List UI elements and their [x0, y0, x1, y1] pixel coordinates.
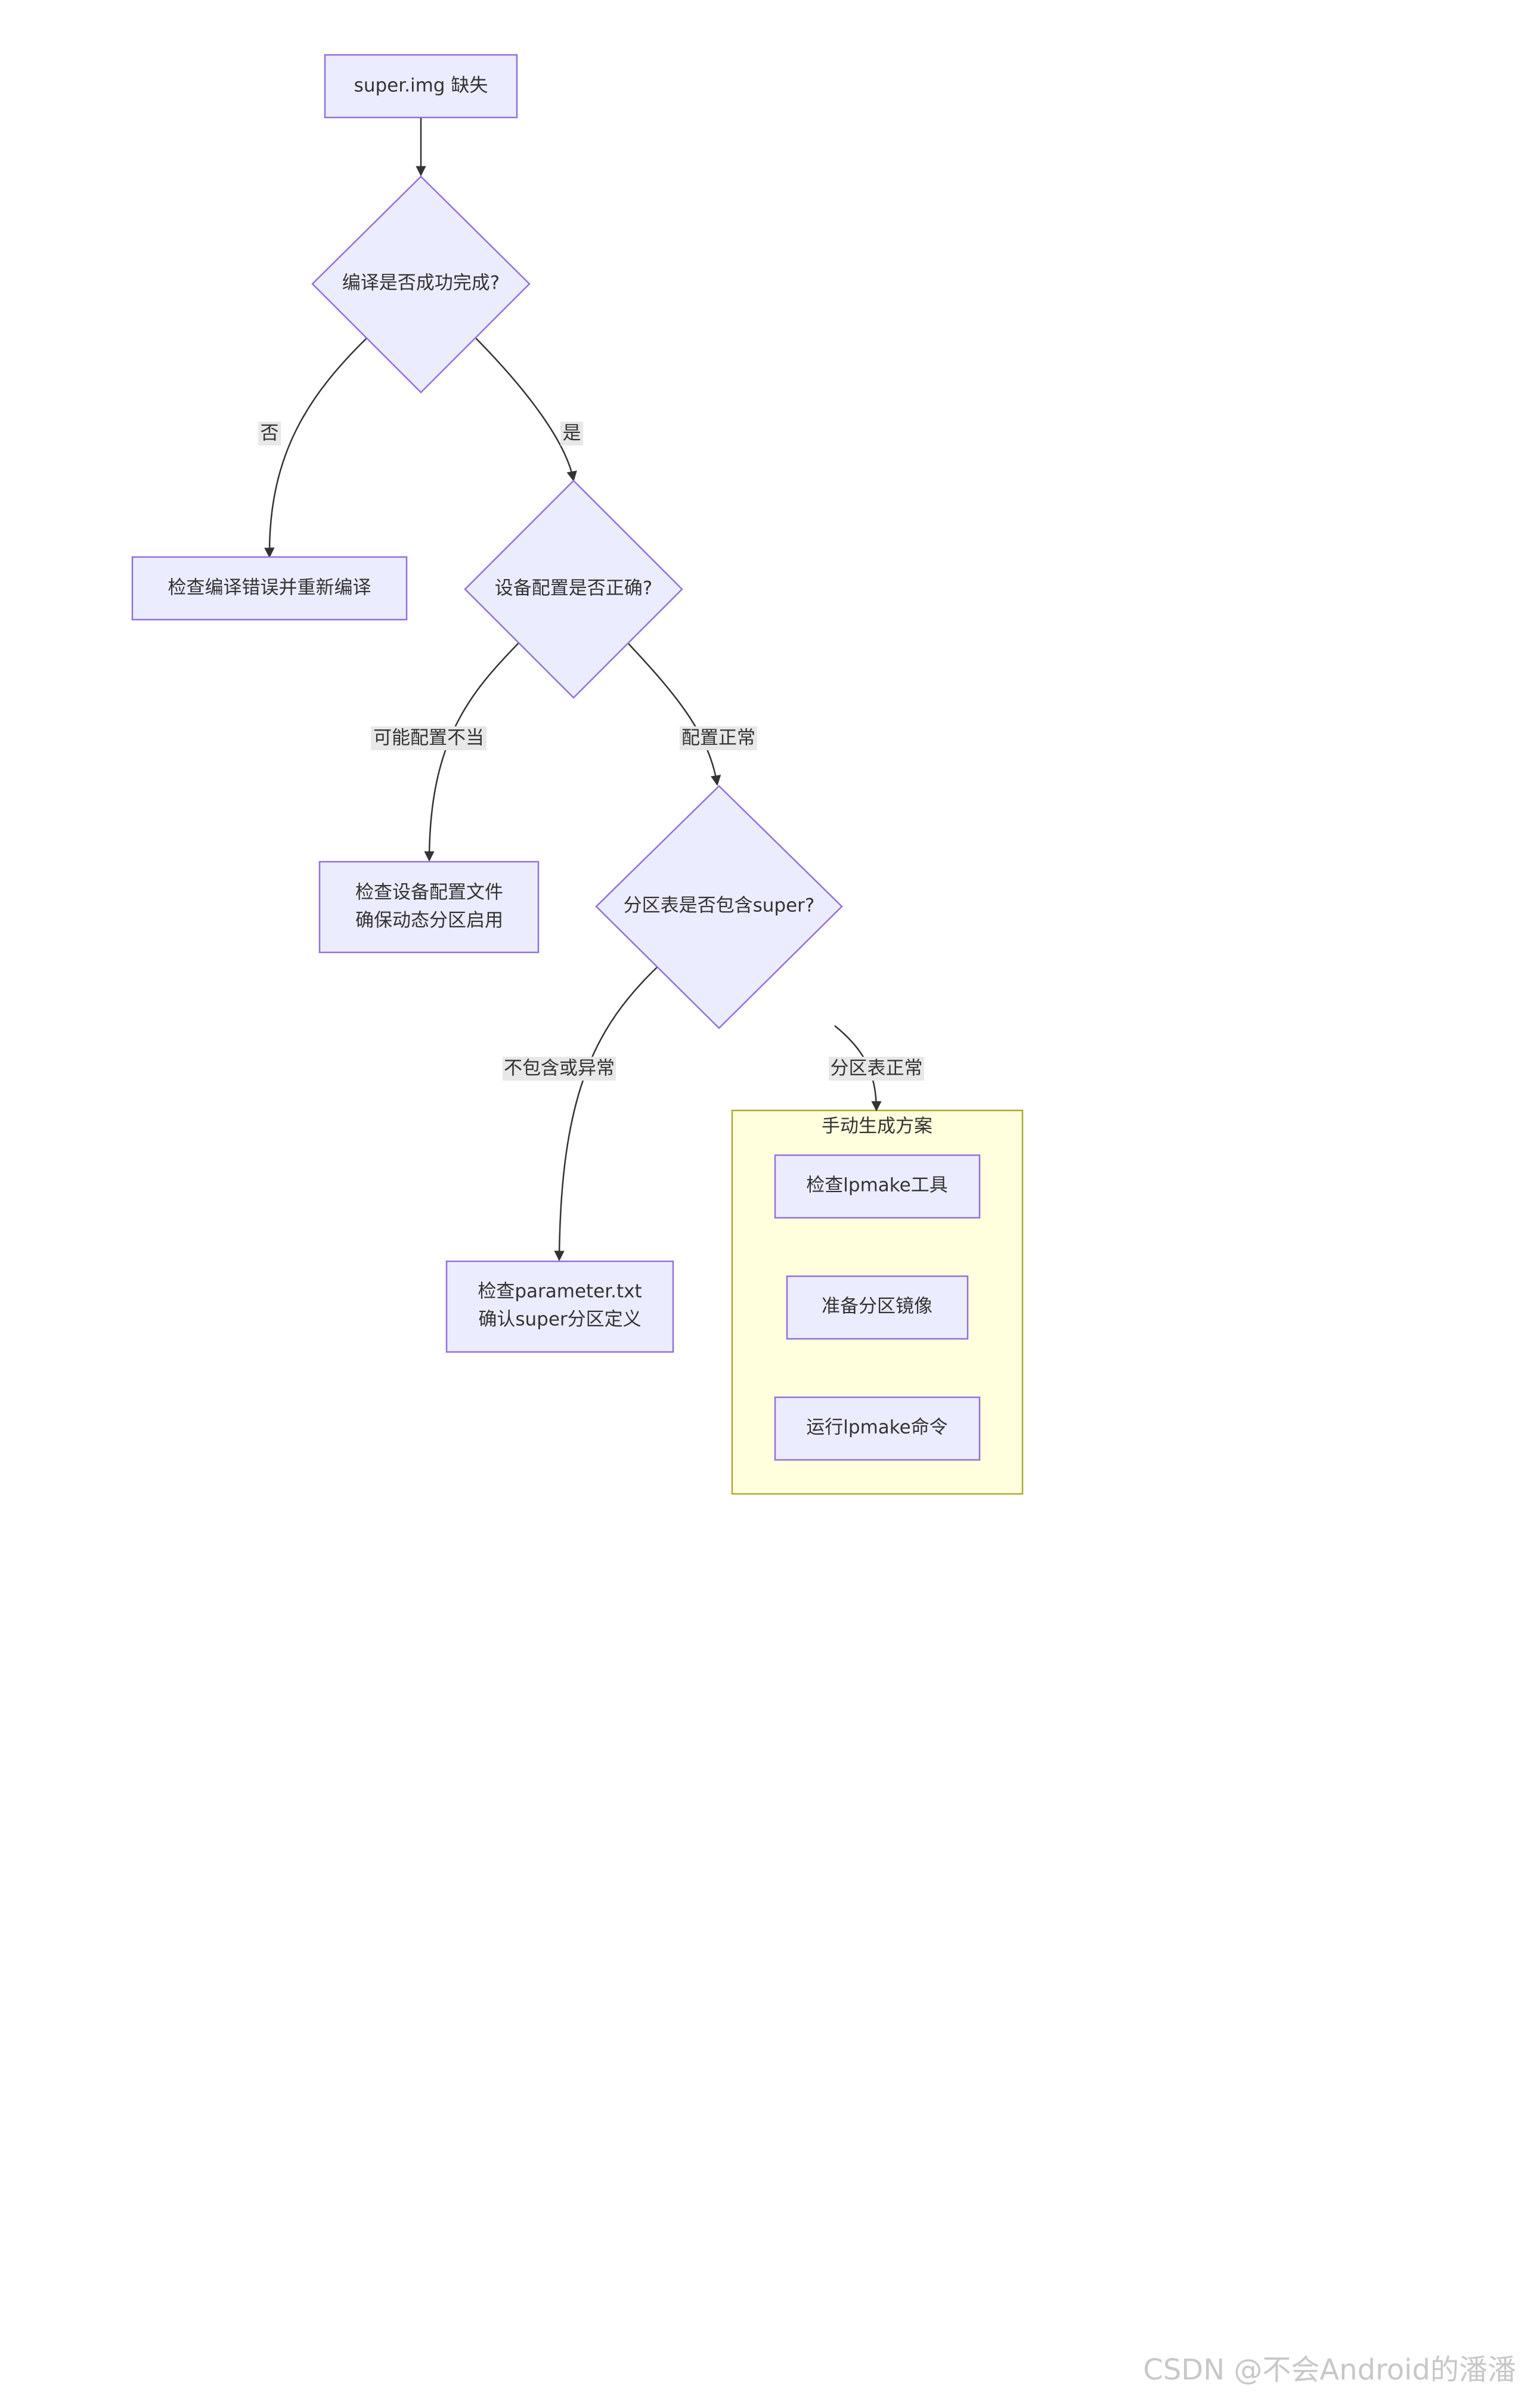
- node-fix-parameter[interactable]: 检查parameter.txt 确认super分区定义: [445, 1260, 674, 1353]
- edge-config-ok: [625, 640, 721, 786]
- decision-build-success-label: 编译是否成功完成?: [342, 273, 500, 294]
- node-start[interactable]: super.img 缺失: [324, 54, 518, 119]
- node-fix-build-label: 检查编译错误并重新编译: [168, 577, 371, 599]
- decision-build-success[interactable]: 编译是否成功完成?: [311, 175, 531, 394]
- node-run-lpmake-label: 运行lpmake命令: [806, 1417, 947, 1438]
- node-fix-config-line1: 检查设备配置文件: [355, 882, 503, 903]
- edge-build-no: [264, 336, 368, 558]
- node-prepare-images-label: 准备分区镜像: [822, 1296, 932, 1317]
- decision-partition-table-label: 分区表是否包含super?: [624, 895, 815, 917]
- watermark: CSDN @不会Android的潘潘: [1143, 2353, 1516, 2387]
- node-fix-parameter-line1: 检查parameter.txt: [478, 1281, 642, 1302]
- edge-label-build-yes-text: 是: [563, 423, 581, 444]
- edge-label-config-bad: 可能配置不当: [371, 726, 487, 750]
- decision-partition-table[interactable]: 分区表是否包含super?: [595, 785, 843, 1029]
- edge-label-config-ok-text: 配置正常: [681, 728, 755, 749]
- decision-config-correct-label: 设备配置是否正确?: [495, 578, 652, 599]
- edge-label-build-yes: 是: [560, 422, 583, 445]
- edge-partition-bad: [554, 966, 659, 1261]
- cluster-title: 手动生成方案: [822, 1116, 932, 1137]
- edge-config-bad: [424, 640, 521, 862]
- node-fix-config[interactable]: 检查设备配置文件 确保动态分区启用: [318, 861, 540, 954]
- edge-label-build-no: 否: [258, 422, 281, 445]
- node-fix-config-line2: 确保动态分区启用: [355, 910, 503, 932]
- edge-label-partition-bad: 不包含或异常: [503, 1057, 616, 1081]
- decision-config-correct[interactable]: 设备配置是否正确?: [464, 479, 683, 699]
- node-prepare-images[interactable]: 准备分区镜像: [786, 1275, 969, 1340]
- edge-label-build-no-text: 否: [261, 423, 279, 444]
- edge-label-partition-bad-text: 不包含或异常: [504, 1058, 615, 1079]
- node-check-lpmake-label: 检查lpmake工具: [806, 1175, 947, 1196]
- node-run-lpmake[interactable]: 运行lpmake命令: [774, 1396, 981, 1461]
- edge-label-partition-ok: 分区表正常: [829, 1057, 924, 1081]
- node-fix-parameter-line2: 确认super分区定义: [478, 1309, 641, 1330]
- edge-label-config-ok: 配置正常: [680, 726, 757, 750]
- node-fix-build[interactable]: 检查编译错误并重新编译: [131, 556, 408, 621]
- node-start-label: super.img 缺失: [354, 75, 488, 97]
- edge-label-config-bad-text: 可能配置不当: [373, 728, 484, 749]
- edge-label-partition-ok-text: 分区表正常: [831, 1058, 923, 1079]
- edge-build-yes: [474, 336, 577, 482]
- node-check-lpmake[interactable]: 检查lpmake工具: [774, 1154, 981, 1219]
